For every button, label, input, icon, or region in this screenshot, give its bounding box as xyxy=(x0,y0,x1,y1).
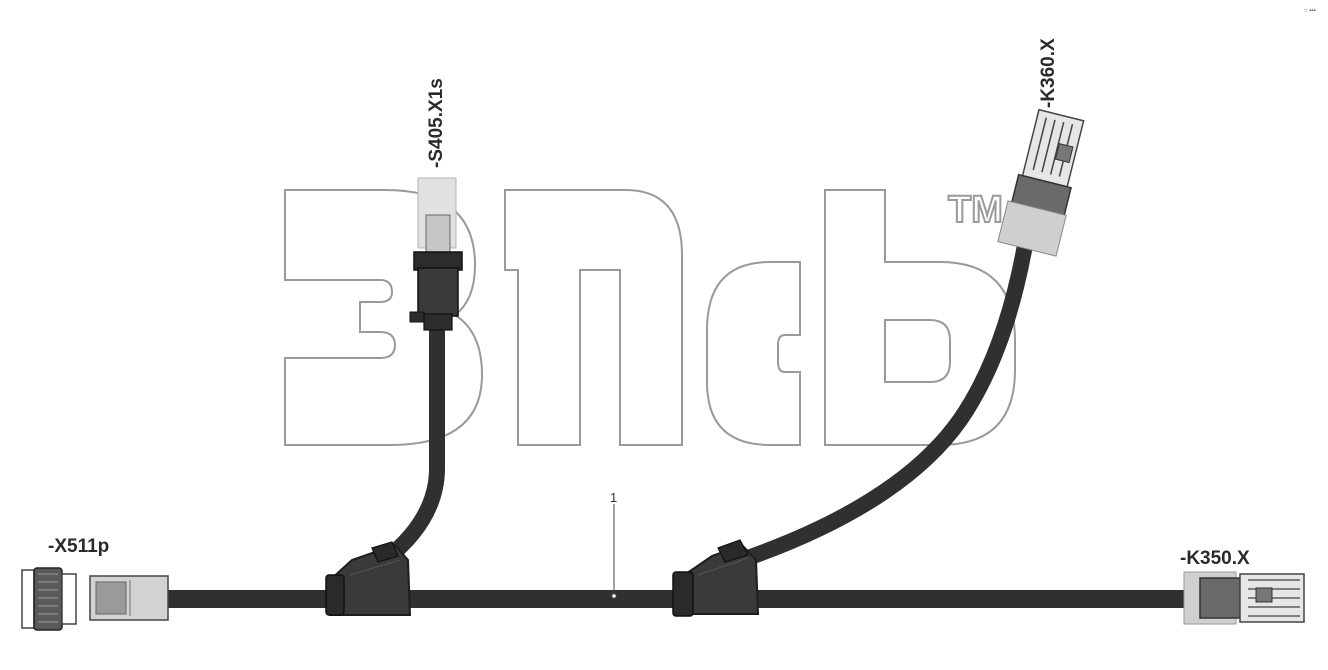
harness-callout xyxy=(611,504,617,599)
label-k350: -K350.X xyxy=(1180,548,1250,569)
label-k360: -K360.X xyxy=(1038,38,1059,108)
watermark-glyph-b-hole xyxy=(884,319,951,383)
branch-cable-k360 xyxy=(734,237,1033,568)
watermark-glyph-c xyxy=(706,261,801,446)
connector-k360 xyxy=(997,108,1085,257)
label-s405: -S405.X1s xyxy=(426,78,447,168)
watermark-glyph-b xyxy=(824,189,1016,446)
splice-boot-right xyxy=(672,539,760,617)
connector-k350 xyxy=(1183,571,1305,625)
callout-number: 1 xyxy=(610,490,617,505)
connector-x511p xyxy=(21,567,169,631)
label-x511p: -X511p xyxy=(48,536,109,557)
connector-s405 xyxy=(409,177,463,331)
splice-boot-left xyxy=(325,541,412,616)
watermark-logo xyxy=(284,189,1016,446)
watermark-trademark: TM xyxy=(948,189,1003,231)
watermark-glyph-m xyxy=(504,189,683,446)
corner-mark: ○ ▪▪▪ xyxy=(1304,8,1316,14)
